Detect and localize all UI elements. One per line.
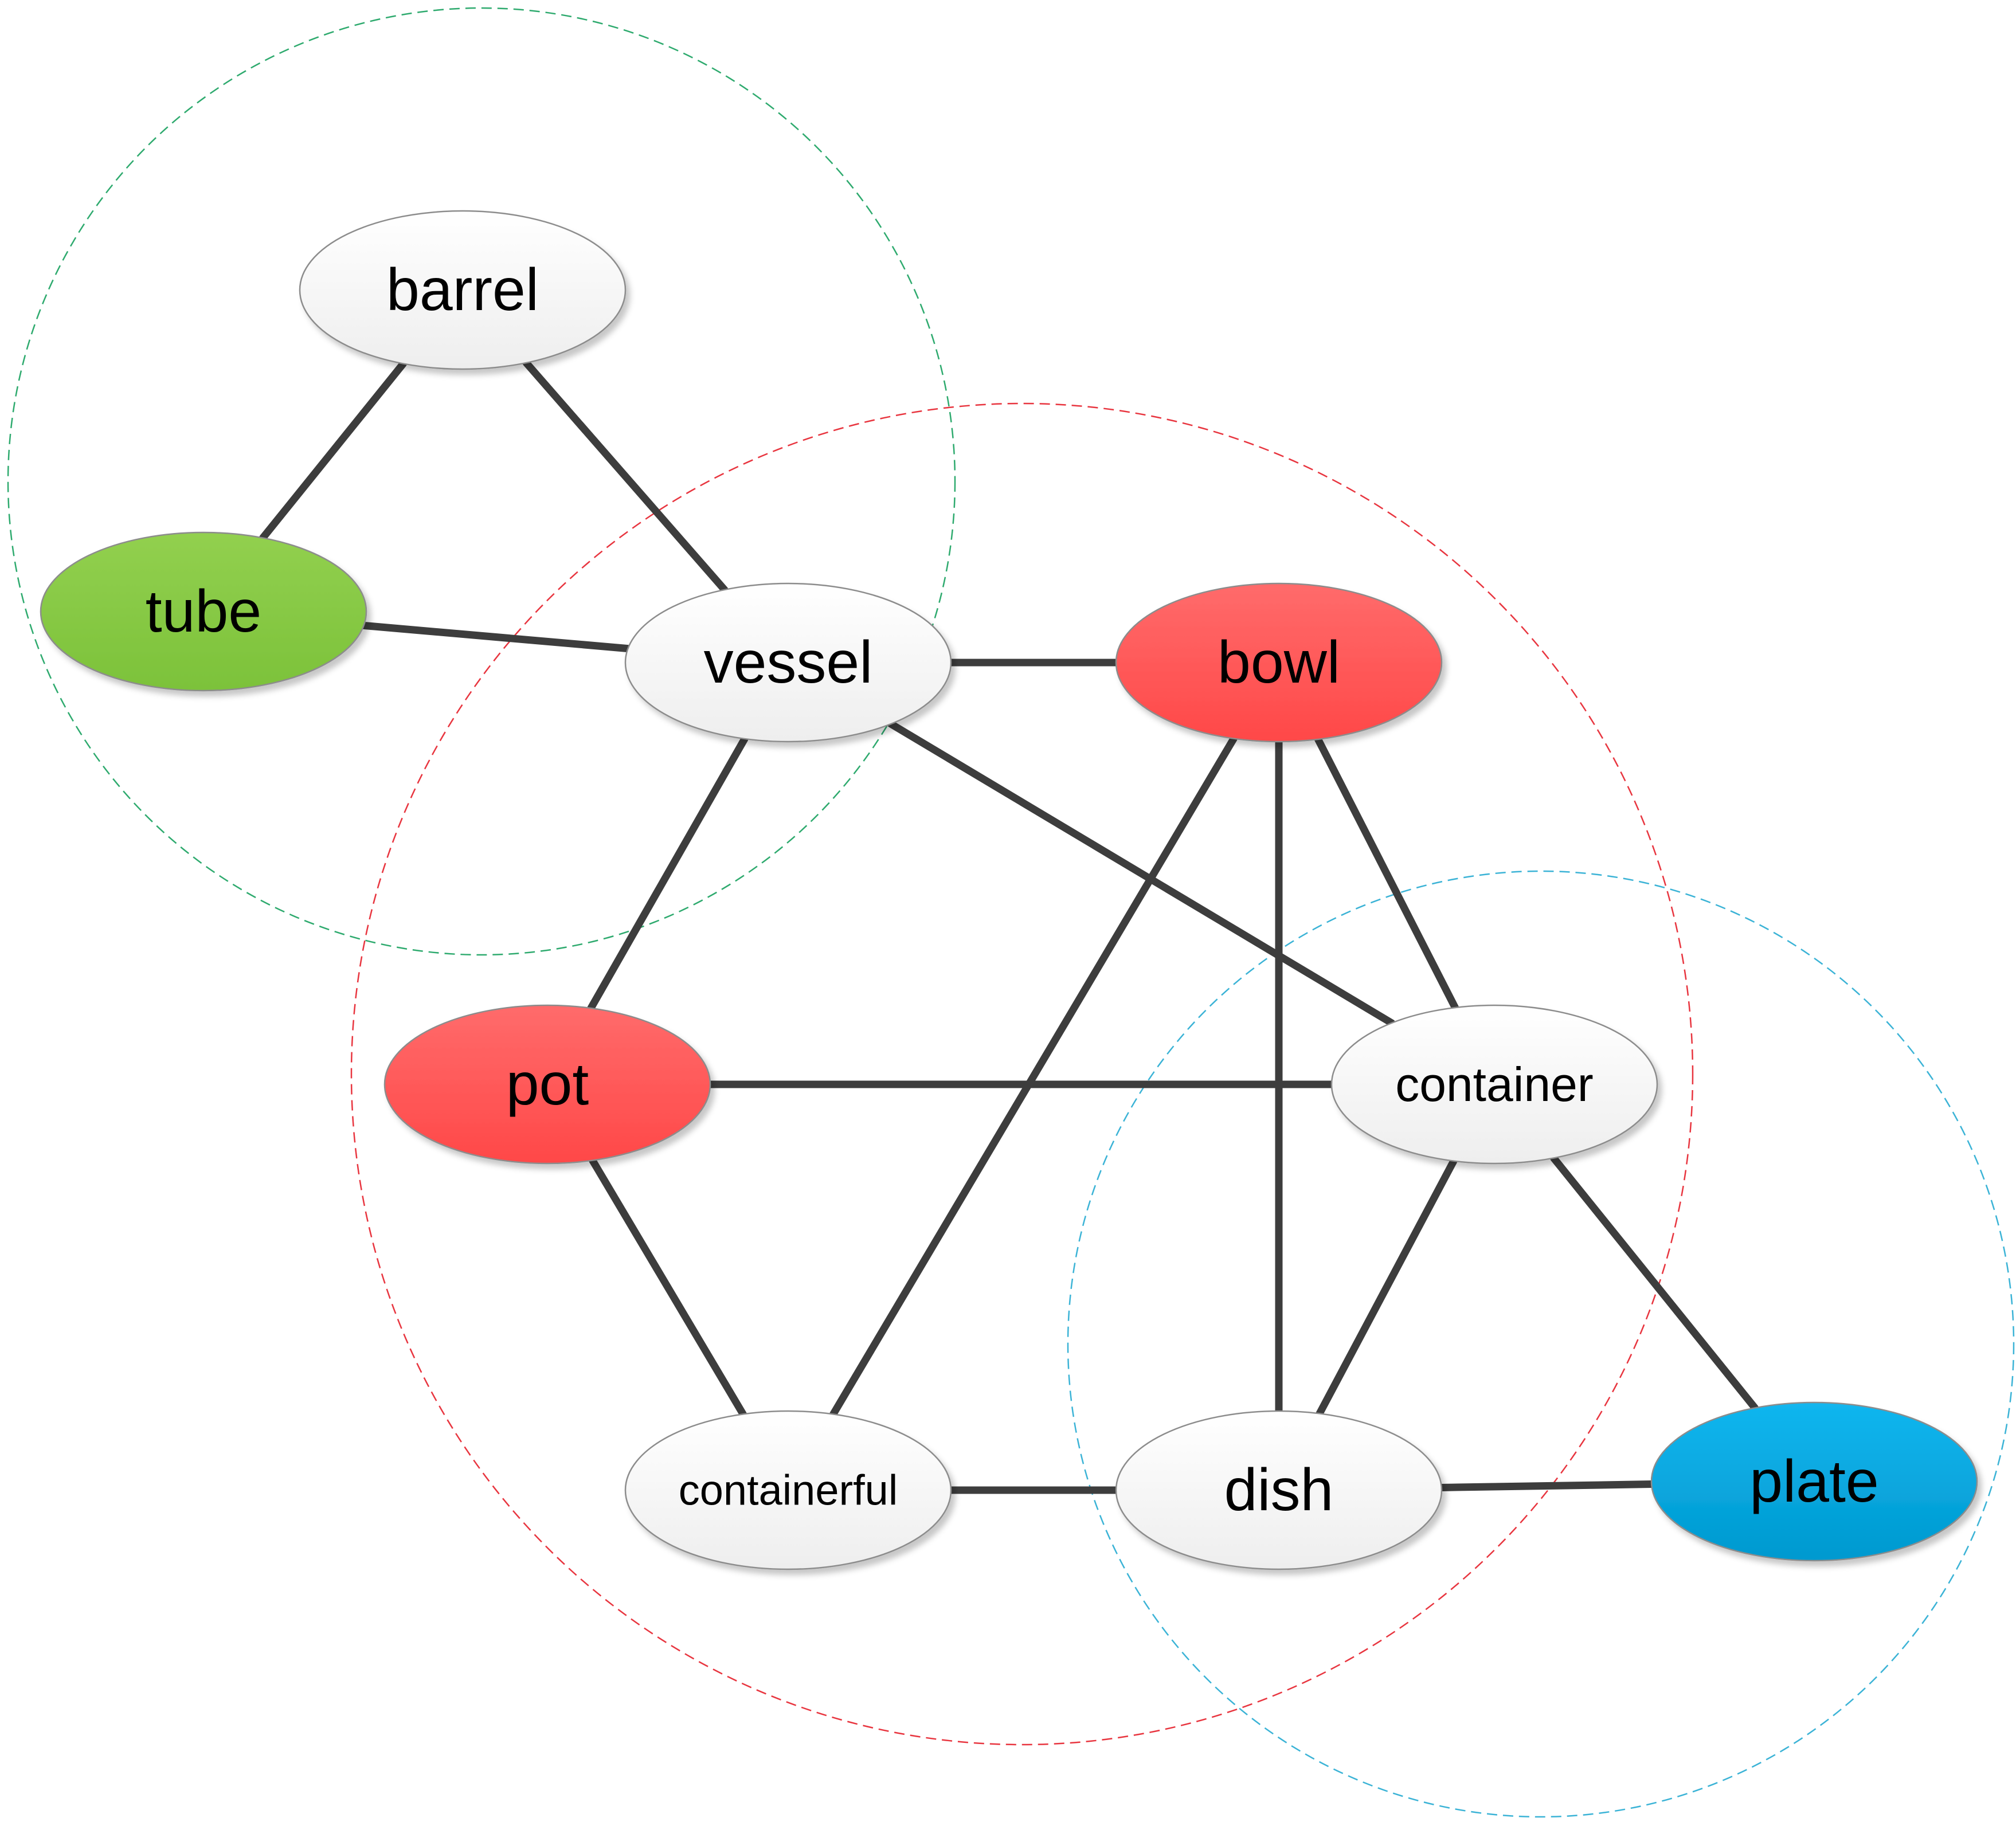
node-containerful-label: containerful bbox=[679, 1467, 898, 1514]
node-container-ellipse[interactable] bbox=[1330, 1004, 1658, 1165]
edge-vessel-pot bbox=[587, 735, 749, 1012]
node-tube-label: tube bbox=[146, 578, 261, 645]
edge-vessel-container bbox=[887, 720, 1396, 1027]
node-vessel-ellipse[interactable] bbox=[624, 582, 952, 743]
node-barrel[interactable]: barrel bbox=[299, 210, 627, 370]
edge-dish-plate bbox=[1438, 1480, 1655, 1491]
node-containerful-ellipse[interactable] bbox=[624, 1410, 952, 1570]
node-container-label: container bbox=[1395, 1057, 1594, 1111]
node-plate-label: plate bbox=[1749, 1448, 1879, 1515]
red-cluster bbox=[350, 402, 1694, 1746]
green-cluster bbox=[7, 7, 956, 956]
node-tube[interactable]: tube bbox=[40, 531, 367, 692]
node-dish-label: dish bbox=[1224, 1457, 1334, 1523]
edge-container-dish bbox=[1316, 1157, 1458, 1417]
node-bowl-label: bowl bbox=[1218, 629, 1340, 696]
node-pot-label: pot bbox=[506, 1051, 589, 1118]
node-layer: barrel tube vessel bowl pot container containe… bbox=[40, 210, 1978, 1570]
node-barrel-label: barrel bbox=[386, 257, 539, 323]
node-dish[interactable]: dish bbox=[1115, 1410, 1443, 1570]
node-containerful[interactable]: containerful bbox=[624, 1410, 952, 1570]
edge-bowl-containerful bbox=[829, 735, 1238, 1418]
node-pot-ellipse[interactable] bbox=[383, 1004, 711, 1165]
node-vessel-label: vessel bbox=[704, 629, 873, 696]
node-plate[interactable]: plate bbox=[1650, 1401, 1978, 1562]
cluster-layer bbox=[7, 7, 2015, 1818]
node-pot[interactable]: pot bbox=[383, 1004, 711, 1165]
node-container[interactable]: container bbox=[1330, 1004, 1658, 1165]
edge-tube-vessel bbox=[360, 621, 632, 653]
edge-bowl-container bbox=[1314, 735, 1459, 1012]
edge-layer bbox=[259, 359, 1759, 1494]
node-vessel[interactable]: vessel bbox=[624, 582, 952, 743]
node-dish-ellipse[interactable] bbox=[1115, 1410, 1443, 1570]
node-bowl[interactable]: bowl bbox=[1115, 582, 1443, 743]
blue-cluster bbox=[1067, 870, 2015, 1818]
edge-container-plate bbox=[1549, 1154, 1759, 1412]
node-bowl-ellipse[interactable] bbox=[1115, 582, 1443, 743]
edge-barrel-vessel bbox=[522, 359, 729, 594]
edge-barrel-tube bbox=[259, 360, 407, 542]
node-barrel-ellipse[interactable] bbox=[299, 210, 627, 370]
node-plate-ellipse[interactable] bbox=[1650, 1401, 1978, 1562]
edge-pot-containerful bbox=[589, 1157, 747, 1418]
node-tube-ellipse[interactable] bbox=[40, 531, 367, 692]
